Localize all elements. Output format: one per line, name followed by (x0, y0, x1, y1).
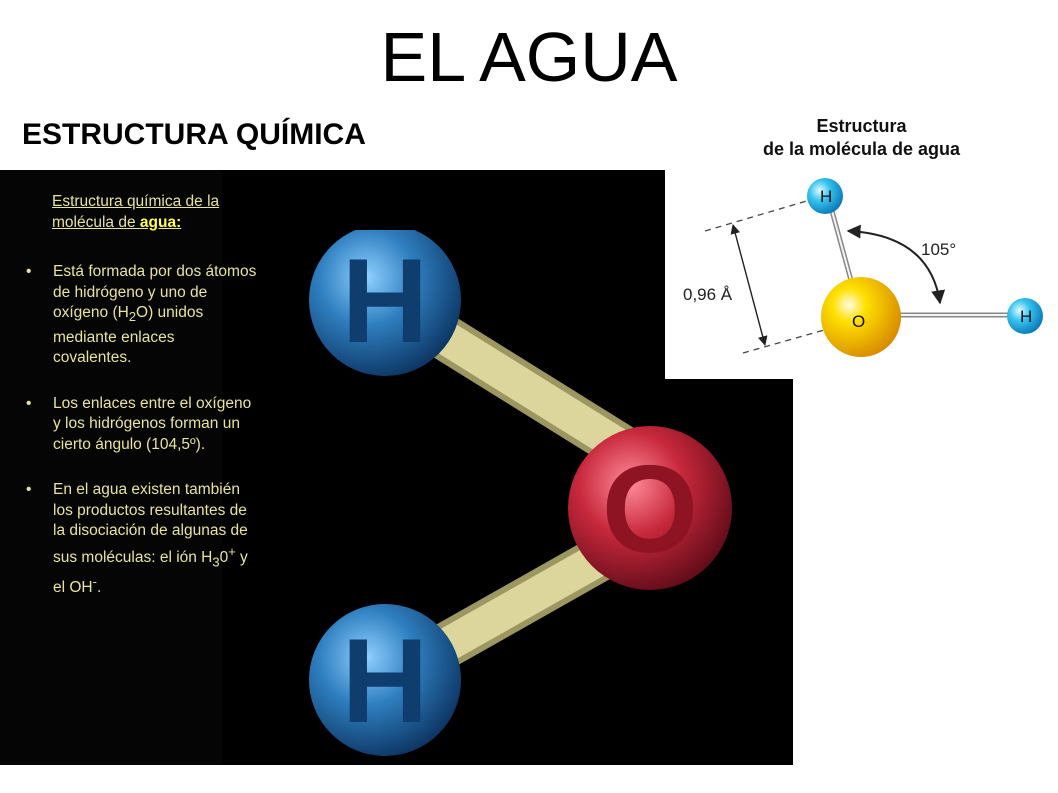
bond-length-label: 0,96 Å (683, 285, 733, 304)
dashed-guide-top (704, 199, 811, 232)
dashed-guide-bottom (742, 326, 836, 354)
bullet-item: En el agua existen también los productos… (22, 480, 257, 599)
intro-text: Estructura química de la molécula de (52, 193, 220, 231)
diagram-caption: Estructura de la molécula de agua (665, 115, 1058, 161)
oxygen-atom-diagram (821, 277, 901, 357)
atom-label-h-top: H (342, 234, 429, 368)
hydrogen-atom-top-diagram (807, 178, 843, 214)
water-molecule-3d-model: H H O (309, 230, 732, 756)
intro-highlight: agua: (139, 213, 182, 231)
bond-angle-label: 105° (921, 240, 956, 259)
hydrogen-atom-bottom (309, 604, 461, 756)
bond-angle-arc (846, 224, 946, 305)
diagram-label-o: O (852, 312, 865, 331)
diagram-label-h-top: H (820, 187, 832, 206)
atom-label-h-bottom: H (342, 614, 429, 748)
molecule-image-panel: Estructura química de la molécula de agu… (0, 170, 793, 765)
diagram-caption-line1: Estructura (816, 116, 907, 136)
oxygen-atom (568, 426, 732, 590)
slide-title: EL AGUA (380, 18, 678, 96)
hydrogen-atom-right-diagram (1007, 298, 1043, 334)
bond-length-arrow (730, 224, 768, 346)
bullet-item: Está formada por dos átomos de hidrógeno… (22, 262, 257, 369)
slide-subtitle: ESTRUCTURA QUÍMICA (22, 118, 366, 151)
atom-label-o: O (602, 441, 698, 579)
diagram-label-h-right: H (1020, 307, 1032, 326)
bullet-item: Los enlaces entre el oxígeno y los hidró… (22, 394, 257, 456)
molecule-structure-diagram: Estructura de la molécula de agua 0,96 Å (665, 105, 1058, 379)
panel-intro: Estructura química de la molécula de agu… (52, 192, 252, 233)
panel-bullet-list: Está formada por dos átomos de hidrógeno… (22, 262, 257, 624)
diagram-caption-line2: de la molécula de agua (762, 139, 961, 159)
diagram-drawing: 0,96 Å 105° H O H (683, 178, 1043, 357)
hydrogen-atom-top (309, 230, 461, 376)
